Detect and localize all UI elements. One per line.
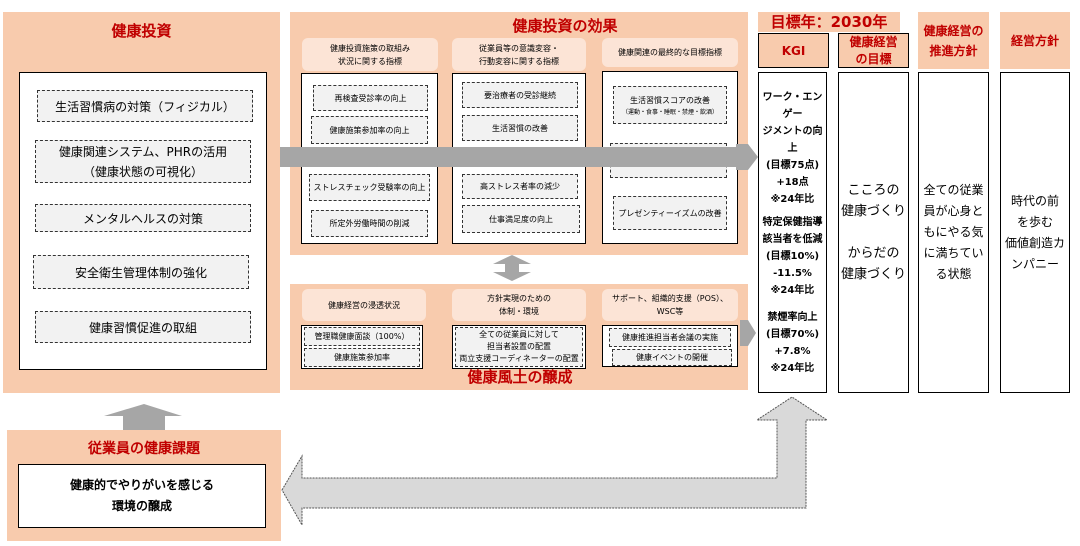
effects-flow-arrow	[280, 147, 742, 167]
employee-issues-panel: 従業員の健康課題 健康的でやりがいを感じる 環境の醸成	[7, 430, 281, 541]
effects-col3-header: 健康関連の最終的な目標指標	[602, 38, 738, 67]
kgi-block-smoking: 禁煙率向上 (目標70%) +7.8% ※24年比	[765, 311, 820, 374]
investment-panel: 健康投資 生活習慣病の対策（フィジカル） 健康関連システム、PHRの活用 （健康…	[3, 12, 280, 393]
effects-indicator: 再検査受診率の向上	[313, 85, 428, 111]
double-arrow-effects-culture	[493, 255, 531, 281]
effects-indicator: 生活習慣の改善	[462, 115, 578, 141]
management-policy-header: 経営方針	[1000, 12, 1070, 69]
kgi-block-health-guidance: 特定保健指導 該当者を低減 (目標10%) -11.5% ※24年比	[762, 216, 823, 296]
effects-indicator: 高ストレス者率の減少	[462, 174, 578, 199]
culture-item: 全ての従業員に対して 担当者設置の配置 両立支援コーディネーターの配置	[455, 327, 583, 367]
employee-issues-text: 健康的でやりがいを感じる 環境の醸成	[69, 478, 214, 513]
investment-item: メンタルヘルスの対策	[35, 204, 251, 232]
culture-panel: 健康経営の浸透状況 方針実現のための 体制・環境 サポート、組織的支援（POS）…	[290, 284, 748, 390]
culture-item: 健康施策参加率	[304, 348, 420, 367]
culture-item: 管理職健康面談（100%）	[304, 327, 420, 346]
effects-indicator: 生活習慣スコアの改善 （運動・食事・睡眠・禁煙・飲酒）	[613, 86, 727, 124]
arrow-to-kgi-top	[736, 144, 758, 170]
culture-col3-box: 健康推進担当者会議の実施 健康イベントの開催	[602, 325, 738, 367]
culture-item: 健康推進担当者会議の実施	[609, 328, 731, 347]
culture-col2-header: 方針実現のための 体制・環境	[452, 289, 586, 321]
effects-indicator: 健康施策参加率の向上	[311, 116, 428, 144]
investment-item: 健康関連システム、PHRの活用 （健康状態の可視化）	[35, 140, 251, 183]
effects-indicator: ストレスチェック受験率の向上	[309, 174, 430, 201]
arrow-to-kgi-bottom	[740, 320, 756, 346]
culture-col2-box: 全ての従業員に対して 担当者設置の配置 両立支援コーディネーターの配置	[452, 325, 586, 369]
effects-col2-header: 従業員等の意識変容・ 行動変容に関する指標	[452, 38, 586, 71]
effects-indicator-main: 生活習慣スコアの改善	[630, 96, 710, 105]
up-arrow-to-investment	[104, 404, 182, 430]
effects-col1-header: 健康投資施策の取組み 状況に関する指標	[302, 38, 438, 71]
effects-title: 健康投資の効果	[512, 17, 618, 35]
goals-header: 健康経営 の目標	[838, 33, 909, 68]
effects-indicator: 所定外労働時間の削減	[311, 210, 428, 237]
culture-col1-header: 健康経営の浸透状況	[302, 289, 426, 321]
target-year: 目標年：2030年	[758, 12, 900, 32]
culture-title: 健康風土の醸成	[467, 368, 573, 386]
management-policy-text: 時代の前 を歩む 価値創造カ ンパニー	[1004, 193, 1065, 271]
culture-col3-header: サポート、組織的支援（POS）、 WSC等	[602, 289, 738, 321]
culture-col1-box: 管理職健康面談（100%） 健康施策参加率	[301, 325, 423, 369]
effects-indicator-sub: （運動・食事・睡眠・禁煙・飲酒）	[621, 109, 718, 116]
culture-item: 健康イベントの開催	[612, 349, 732, 366]
effects-indicator: プレゼンティーイズムの改善	[613, 196, 727, 230]
investment-item: 生活習慣病の対策（フィジカル）	[37, 90, 253, 122]
employee-issues-box: 健康的でやりがいを感じる 環境の醸成	[18, 464, 266, 528]
investment-list: 生活習慣病の対策（フィジカル） 健康関連システム、PHRの活用 （健康状態の可視…	[19, 72, 267, 370]
goals-text: こころの 健康づくり からだの 健康づくり	[840, 183, 906, 282]
feedback-arrow	[281, 396, 829, 527]
investment-item: 健康習慣促進の取組	[35, 311, 251, 343]
effects-indicator: 要治療者の受診継続	[462, 82, 578, 108]
promotion-policy-text: 全ての従業 員が心身と もにやる気 に満ちてい る状態	[923, 183, 984, 281]
employee-issues-title: 従業員の健康課題	[88, 441, 200, 457]
kgi-block-engagement: ワーク・エンゲー ジメントの向上 (目標75点) +18点 ※24年比	[762, 91, 823, 205]
kgi-header: KGI	[758, 33, 829, 68]
management-policy-box: 時代の前 を歩む 価値創造カ ンパニー	[1000, 72, 1070, 393]
effects-indicator: 仕事満足度の向上	[462, 205, 580, 233]
promotion-policy-header: 健康経営の 推進方針	[918, 12, 989, 69]
investment-title: 健康投資	[111, 22, 172, 40]
goals-box: こころの 健康づくり からだの 健康づくり	[838, 72, 909, 393]
promotion-policy-box: 全ての従業 員が心身と もにやる気 に満ちてい る状態	[918, 72, 989, 393]
investment-item: 安全衛生管理体制の強化	[33, 255, 249, 289]
kgi-box: ワーク・エンゲー ジメントの向上 (目標75点) +18点 ※24年比 特定保健…	[758, 72, 827, 393]
